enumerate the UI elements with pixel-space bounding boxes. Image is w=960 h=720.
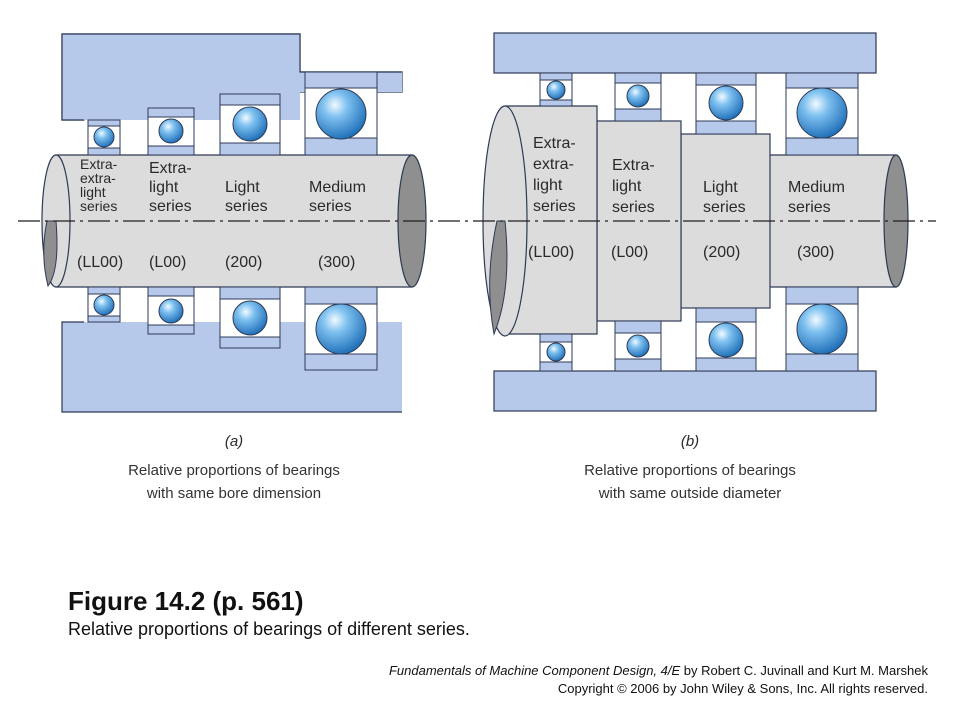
panel-b: Extra- extra- light series Extra- light … — [482, 32, 909, 502]
panel-b-bottom-housing — [493, 370, 877, 412]
book-authors: by Robert C. Juvinall and Kurt M. Marshe… — [680, 663, 928, 678]
panel-b-l00-name: Extra- light series — [612, 157, 659, 216]
figure-caption: Figure 14.2 (p. 561) Relative proportion… — [68, 584, 470, 640]
panel-a-ll00-code: (LL00) — [77, 254, 123, 271]
panel-a-300-name: Medium series — [309, 179, 370, 215]
figure-subtitle: Relative proportions of bearings of diff… — [68, 619, 470, 639]
copyright-credit: Fundamentals of Machine Component Design… — [389, 662, 928, 698]
book-title: Fundamentals of Machine Component Design… — [388, 663, 681, 678]
panel-b-ll00-code: (LL00) — [528, 244, 574, 261]
panel-a-caption-line1: Relative proportions of bearings — [128, 462, 340, 479]
bearing-b-200-top — [695, 72, 757, 135]
bearing-b-300-bottom — [785, 286, 859, 372]
panel-a: Extra- extra- light series Extra- light … — [41, 33, 427, 502]
panel-b-200-name: Light series — [703, 179, 746, 216]
panel-a-200-code: (200) — [225, 254, 262, 271]
bearing-a-l00-bottom — [147, 286, 195, 335]
bearing-a-300-bottom — [304, 286, 378, 371]
copyright-line: Copyright © 2006 by John Wiley & Sons, I… — [557, 681, 928, 696]
bearing-a-300-top — [304, 71, 378, 156]
panel-b-300-name: Medium series — [788, 179, 849, 216]
panel-a-ll00-name: Extra- extra- light series — [80, 156, 121, 214]
bearing-b-ll00-bottom — [539, 333, 573, 372]
figure-title: Figure 14.2 (p. 561) — [68, 586, 304, 616]
bearing-b-300-top — [785, 72, 859, 156]
panel-a-200-name: Light series — [225, 179, 268, 215]
panel-b-top-housing — [493, 32, 877, 74]
panel-a-l00-code: (L00) — [149, 254, 186, 271]
panel-a-300-code: (300) — [318, 254, 355, 271]
bearing-a-200-bottom — [219, 286, 281, 349]
panel-b-caption-line2: with same outside diameter — [598, 485, 782, 502]
panel-b-label: (b) — [681, 433, 699, 450]
panel-b-ll00-name: Extra- extra- light series — [533, 135, 580, 215]
bearing-b-l00-top — [614, 72, 662, 122]
panel-b-l00-code: (L00) — [611, 244, 648, 261]
panel-a-l00-name: Extra- light series — [149, 160, 196, 215]
bearing-b-ll00-top — [539, 72, 573, 107]
panel-a-label: (a) — [225, 433, 243, 450]
book-credit-line: Fundamentals of Machine Component Design… — [389, 662, 928, 680]
panel-b-200-code: (200) — [703, 244, 740, 261]
bearing-b-l00-bottom — [614, 320, 662, 372]
bearing-a-200-top — [219, 93, 281, 156]
bearing-b-200-bottom — [695, 307, 757, 372]
panel-b-300-code: (300) — [797, 244, 834, 261]
bearing-a-l00-top — [147, 107, 195, 156]
bearing-a-ll00-top — [87, 119, 121, 156]
panel-a-caption-line2: with same bore dimension — [146, 485, 321, 502]
bearing-a-ll00-bottom — [87, 286, 121, 323]
panel-b-caption-line1: Relative proportions of bearings — [584, 462, 796, 479]
